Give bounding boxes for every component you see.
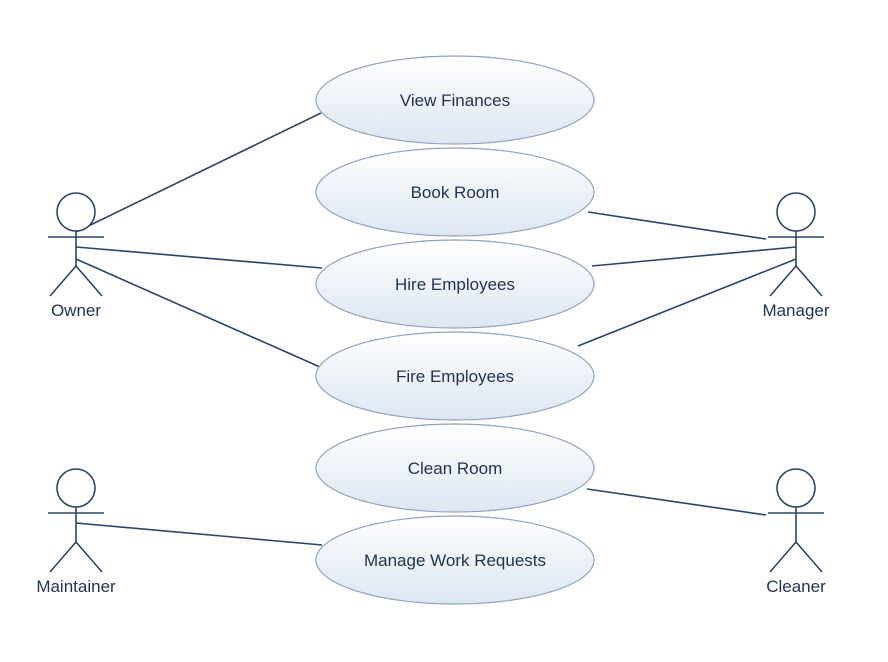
associations	[75, 112, 797, 546]
association-owner-view-finances	[75, 112, 322, 233]
actor-label: Manager	[762, 301, 829, 320]
use-case-book-room[interactable]: Book Room	[315, 147, 595, 237]
actor-head	[56, 468, 96, 508]
actor-maintainer[interactable]: Maintainer	[36, 468, 116, 596]
actor-cleaner[interactable]: Cleaner	[766, 468, 826, 596]
actor-manager[interactable]: Manager	[762, 192, 830, 320]
actor-label: Owner	[51, 301, 101, 320]
association-cleaner-clean-room	[586, 488, 767, 516]
use-case-view-finances[interactable]: View Finances	[315, 55, 595, 145]
association-manager-book-room	[587, 211, 767, 240]
actor-owner[interactable]: Owner	[48, 192, 104, 320]
actor-head	[776, 192, 816, 232]
use-case-label: Book Room	[411, 183, 500, 202]
use-cases: View Finances Book Room Hire Employees F…	[315, 55, 595, 605]
use-case-fire-employees[interactable]: Fire Employees	[315, 331, 595, 421]
use-case-label: Clean Room	[408, 459, 503, 478]
association-manager-fire-employees	[577, 258, 797, 347]
actor-head	[776, 468, 816, 508]
use-case-label: Manage Work Requests	[364, 551, 546, 570]
association-manager-hire-employees	[591, 246, 797, 267]
use-case-manage-work-requests[interactable]: Manage Work Requests	[315, 515, 595, 605]
use-case-label: View Finances	[400, 91, 510, 110]
actor-label: Cleaner	[766, 577, 826, 596]
association-owner-fire-employees	[75, 258, 321, 368]
actor-head	[56, 192, 96, 232]
use-case-hire-employees[interactable]: Hire Employees	[315, 239, 595, 329]
use-case-clean-room[interactable]: Clean Room	[315, 423, 595, 513]
actors: Owner Manager Maintainer Cleaner	[36, 192, 830, 596]
use-case-label: Hire Employees	[395, 275, 515, 294]
association-maintainer-manage-work-requests	[75, 522, 323, 546]
actor-label: Maintainer	[36, 577, 116, 596]
association-owner-hire-employees	[75, 246, 323, 269]
use-case-label: Fire Employees	[396, 367, 514, 386]
